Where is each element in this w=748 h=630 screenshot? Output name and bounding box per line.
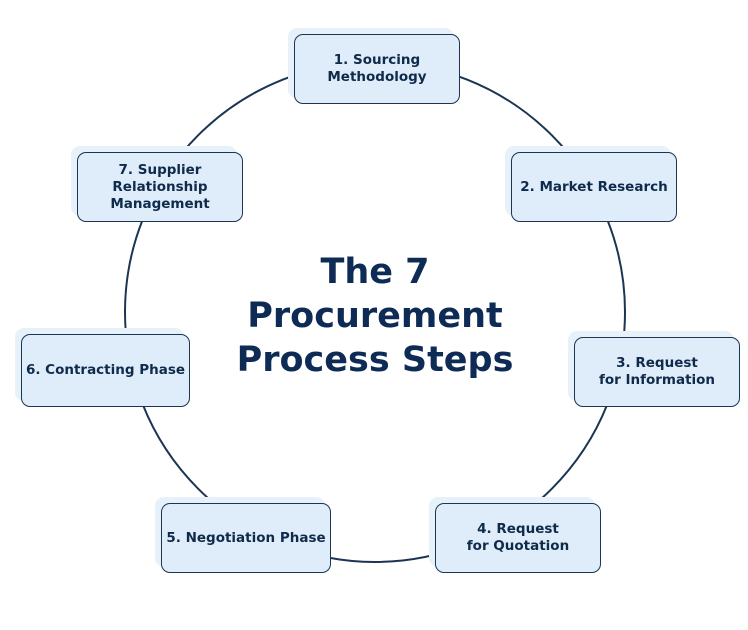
step-7-supplier-relationship-management: 7. Supplier Relationship Management — [77, 152, 243, 222]
step-4-request-for-quotation: 4. Request for Quotation — [435, 503, 601, 573]
step-3-request-for-information: 3. Request for Information — [574, 337, 740, 407]
step-2-market-research: 2. Market Research — [511, 152, 677, 222]
step-5-negotiation-phase: 5. Negotiation Phase — [161, 503, 331, 573]
step-1-sourcing-methodology: 1. Sourcing Methodology — [294, 34, 460, 104]
step-6-contracting-phase: 6. Contracting Phase — [21, 334, 190, 407]
diagram-title: The 7 Procurement Process Steps — [236, 252, 514, 380]
